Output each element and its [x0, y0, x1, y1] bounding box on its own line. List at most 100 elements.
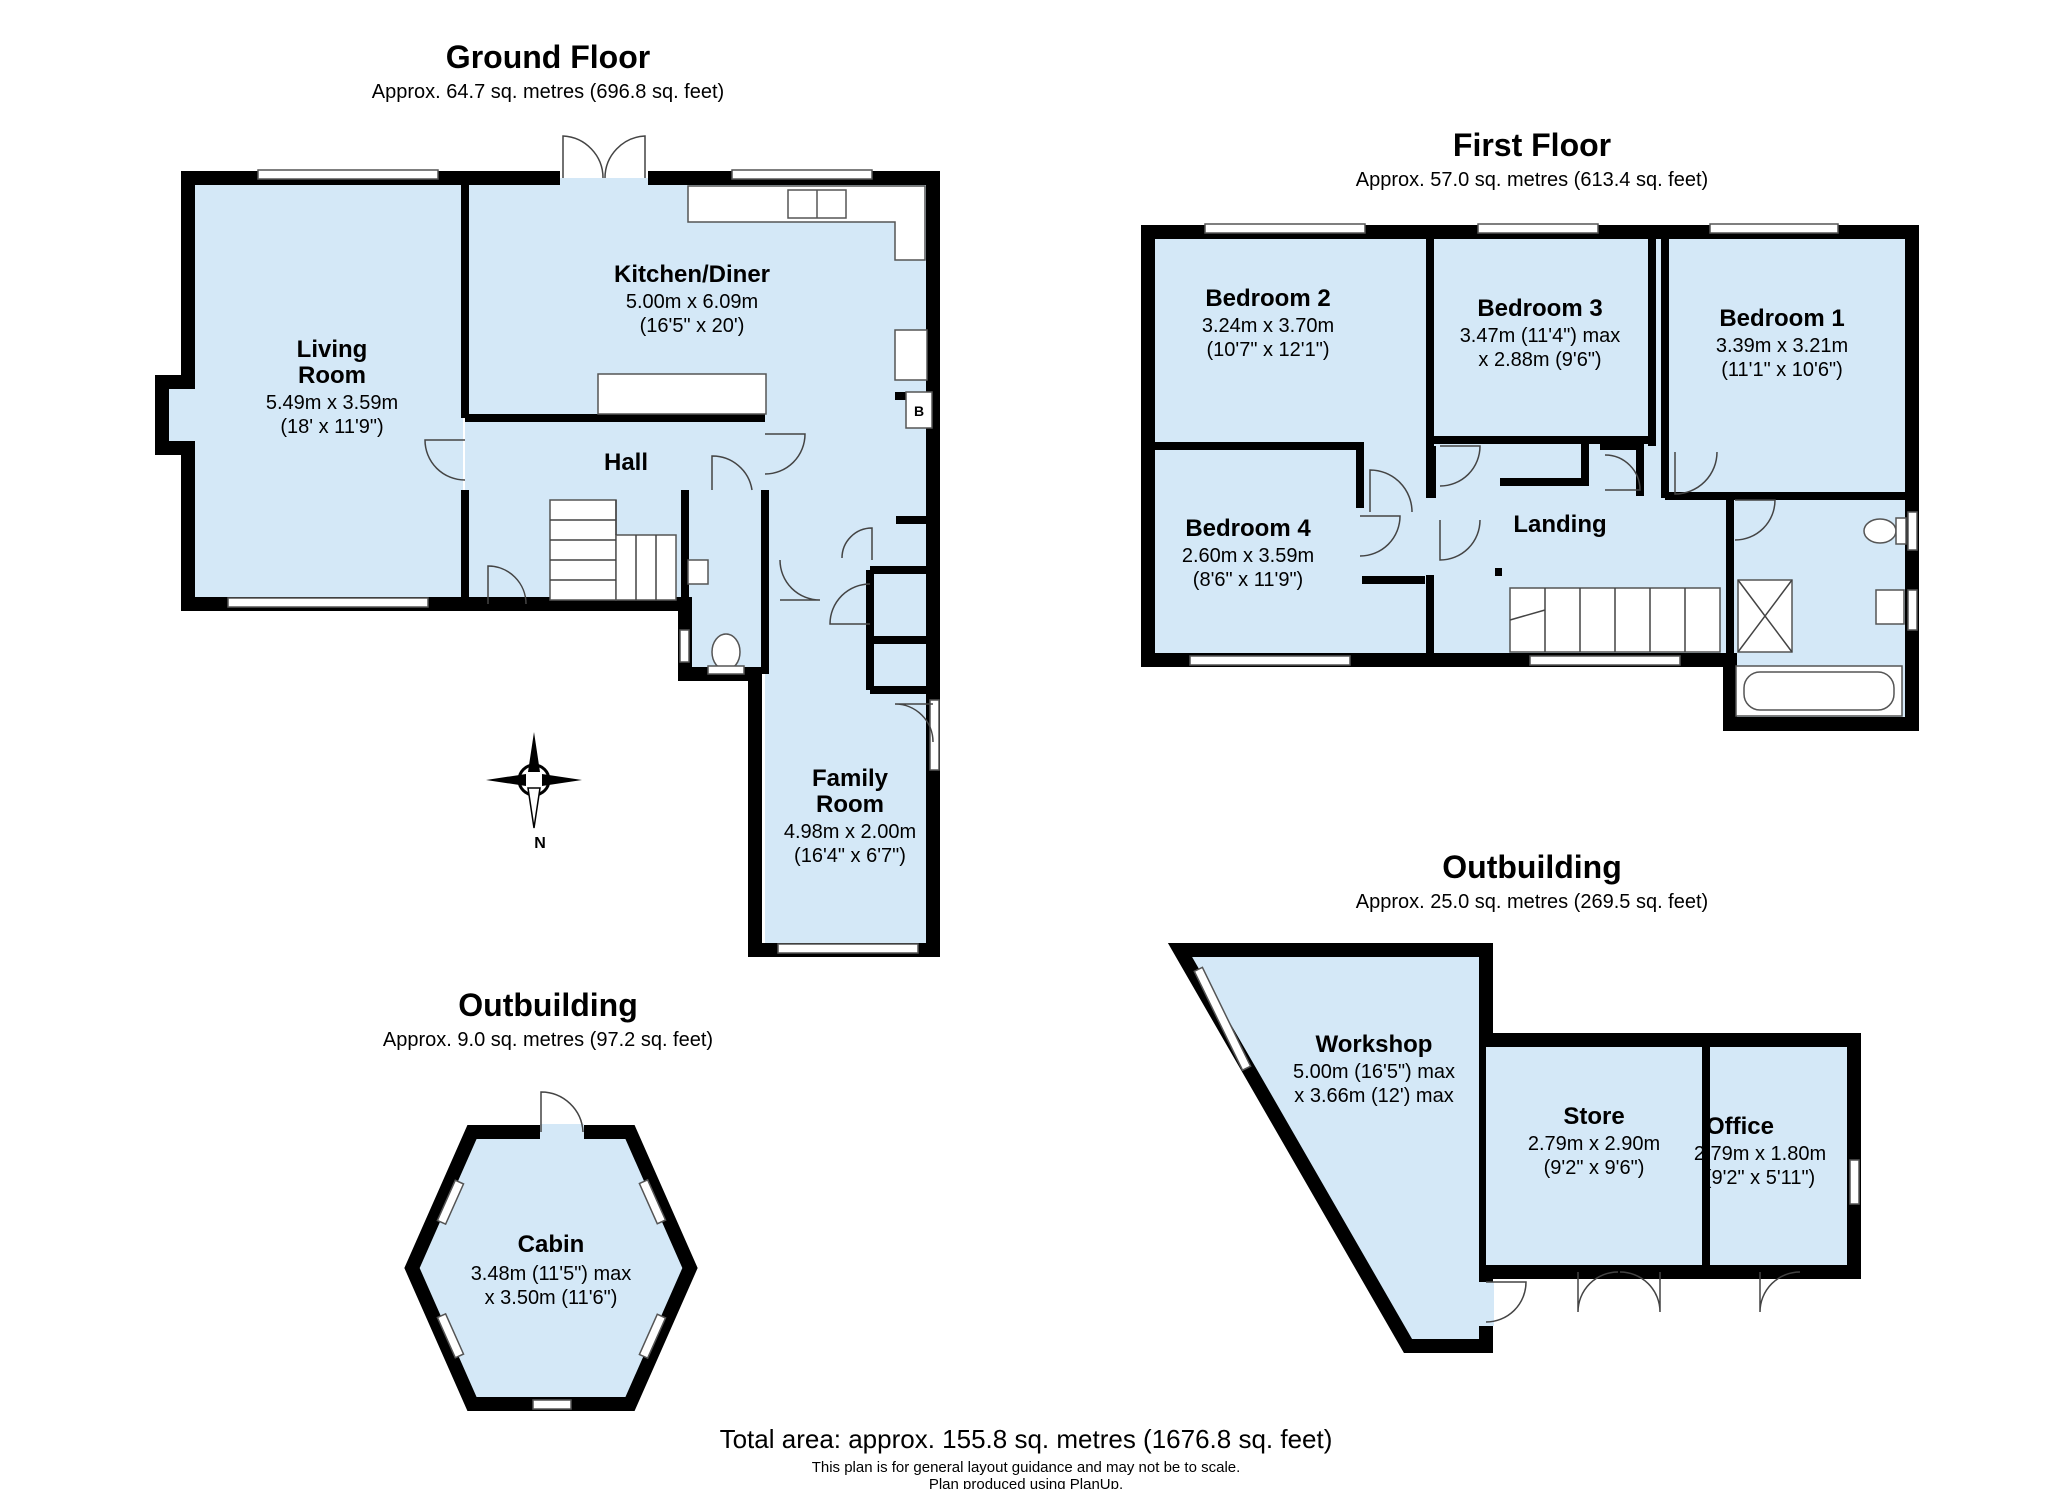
- footer: Total area: approx. 155.8 sq. metres (16…: [720, 1424, 1333, 1493]
- bedroom-4-window: [1189, 655, 1351, 666]
- kitchen-worktop: [687, 185, 926, 261]
- hall-door-living: [424, 439, 466, 481]
- landing-name: Landing: [1513, 511, 1606, 538]
- living-room-dim-imperial: (18' x 11'9"): [280, 416, 383, 438]
- bathroom-door: [1734, 499, 1776, 541]
- bedroom-1-window: [1709, 223, 1839, 234]
- bathroom-toilet: [1863, 518, 1897, 544]
- bedroom-2-door: [1369, 469, 1413, 513]
- living-room-name: Living: [297, 336, 368, 363]
- cabin-window-right-bottom: [638, 1313, 667, 1360]
- compass-north-label: N: [534, 835, 546, 852]
- store-name: Store: [1563, 1103, 1624, 1130]
- outbuilding-workshop: Outbuilding Approx. 25.0 sq. metres (269…: [1167, 849, 1861, 1353]
- bedroom-2-window: [1204, 223, 1366, 234]
- bathtub-inner: [1743, 671, 1895, 711]
- cabin-window-left-bottom: [436, 1312, 465, 1359]
- ground-floor-stairs: [549, 499, 677, 601]
- workshop-dim-imperial: x 3.66m (12') max: [1294, 1085, 1453, 1107]
- bedroom-3-door: [1439, 445, 1481, 487]
- boiler: [905, 391, 933, 429]
- first-floor-area: Approx. 57.0 sq. metres (613.4 sq. feet): [1356, 169, 1708, 191]
- store-dim: 2.79m x 2.90m: [1528, 1133, 1660, 1155]
- cabin-window-left-top: [436, 1179, 465, 1226]
- side-door: [894, 703, 934, 743]
- family-room-name: Family: [812, 765, 889, 792]
- bedroom-3-dim-imperial: x 2.88m (9'6"): [1478, 349, 1601, 371]
- living-room-window-top: [257, 169, 439, 180]
- workshop-window: [1193, 966, 1252, 1072]
- workshop-door-gap: [1478, 1282, 1494, 1326]
- bedroom-3-name: Bedroom 3: [1477, 295, 1602, 322]
- first-floor-title: First Floor: [1453, 127, 1611, 163]
- kitchen-name: Kitchen/Diner: [614, 261, 770, 288]
- store-french-doors: [1577, 1271, 1661, 1313]
- bathroom-toilet-cistern: [1895, 517, 1907, 545]
- first-floor-outer-wall: [1141, 225, 1919, 731]
- wc-window: [679, 629, 690, 663]
- hall-door-kitchen: [764, 433, 806, 475]
- family-room-dim: 4.98m x 2.00m: [784, 821, 916, 843]
- workshop-area: [1180, 950, 1486, 1346]
- bedroom-1-dim-imperial: (11'1" x 10'6"): [1721, 359, 1843, 381]
- cabin-dim-imperial: x 3.50m (11'6"): [485, 1287, 618, 1309]
- office-name: Office: [1706, 1113, 1774, 1140]
- workshop-name: Workshop: [1316, 1031, 1433, 1058]
- first-floor-stairs: [1509, 587, 1721, 653]
- family-room-door: [779, 559, 821, 601]
- workshop-dim: 5.00m (16'5") max: [1293, 1061, 1455, 1083]
- bathroom-window-2: [1907, 589, 1918, 631]
- bedroom-3-dim: 3.47m (11'4") max: [1460, 325, 1621, 347]
- office-window: [1849, 1159, 1860, 1205]
- cabin-window-bottom: [532, 1399, 572, 1410]
- bedroom-4-door: [1359, 515, 1401, 557]
- living-room-name-2: Room: [298, 362, 366, 389]
- workshop-door: [1485, 1281, 1527, 1323]
- cabin-outbuilding-title: Outbuilding: [458, 987, 638, 1023]
- airing-cupboard-door: [1604, 454, 1641, 491]
- bedroom-1-dim: 3.39m x 3.21m: [1716, 335, 1848, 357]
- bedroom-2-name: Bedroom 2: [1205, 285, 1330, 312]
- wc-toilet: [711, 633, 741, 671]
- bathroom-basin: [1875, 589, 1905, 625]
- cabin-door-gap: [540, 1124, 584, 1140]
- bedroom-2-dim: 3.24m x 3.70m: [1202, 315, 1334, 337]
- wc-cistern: [707, 665, 745, 675]
- office-dim: 2.79m x 1.80m: [1694, 1143, 1826, 1165]
- cabin-area: [412, 1132, 690, 1404]
- family-room-area: [765, 600, 933, 950]
- hall-name: Hall: [604, 449, 648, 476]
- bedroom-1-name: Bedroom 1: [1719, 305, 1844, 332]
- kitchen-dim: 5.00m x 6.09m: [626, 291, 758, 313]
- landing-window: [1529, 655, 1681, 666]
- boiler-label: B: [914, 403, 924, 419]
- bedroom-2-dim-imperial: (10'7" x 12'1"): [1206, 339, 1329, 361]
- produced-by: Plan produced using PlanUp.: [929, 1476, 1123, 1489]
- cupboard-door: [1439, 519, 1481, 561]
- kitchen-french-doors: [562, 135, 646, 179]
- kitchen-unit-right: [894, 329, 928, 381]
- bathroom-window-1: [1907, 511, 1918, 551]
- bedroom-4-dim: 2.60m x 3.59m: [1182, 545, 1314, 567]
- family-room-side-window: [929, 699, 940, 771]
- family-room-name-2: Room: [816, 791, 884, 818]
- hall-door-front: [487, 565, 527, 605]
- first-floor: First Floor Approx. 57.0 sq. metres (613…: [1141, 127, 1919, 731]
- ground-floor-title: Ground Floor: [446, 39, 650, 75]
- store-office-wall: [1486, 1033, 1861, 1279]
- cabin-outbuilding-area: Approx. 9.0 sq. metres (97.2 sq. feet): [383, 1029, 713, 1051]
- bedroom-3-window: [1477, 223, 1599, 234]
- workshop-wall: [1167, 943, 1493, 1353]
- wc-basin: [687, 559, 709, 585]
- workshop-outbuilding-title: Outbuilding: [1442, 849, 1622, 885]
- store-office-area: [1486, 1040, 1854, 1272]
- total-area: Total area: approx. 155.8 sq. metres (16…: [720, 1424, 1333, 1454]
- ground-floor: Ground Floor Approx. 64.7 sq. metres (69…: [155, 39, 940, 957]
- cabin-name: Cabin: [518, 1231, 585, 1258]
- compass-icon: N: [486, 732, 582, 852]
- first-floor-internal-walls: [1150, 232, 1912, 660]
- wc-door: [711, 455, 753, 491]
- outbuilding-cabin: Outbuilding Approx. 9.0 sq. metres (97.2…: [383, 987, 713, 1411]
- bedroom-1-door: [1674, 451, 1718, 495]
